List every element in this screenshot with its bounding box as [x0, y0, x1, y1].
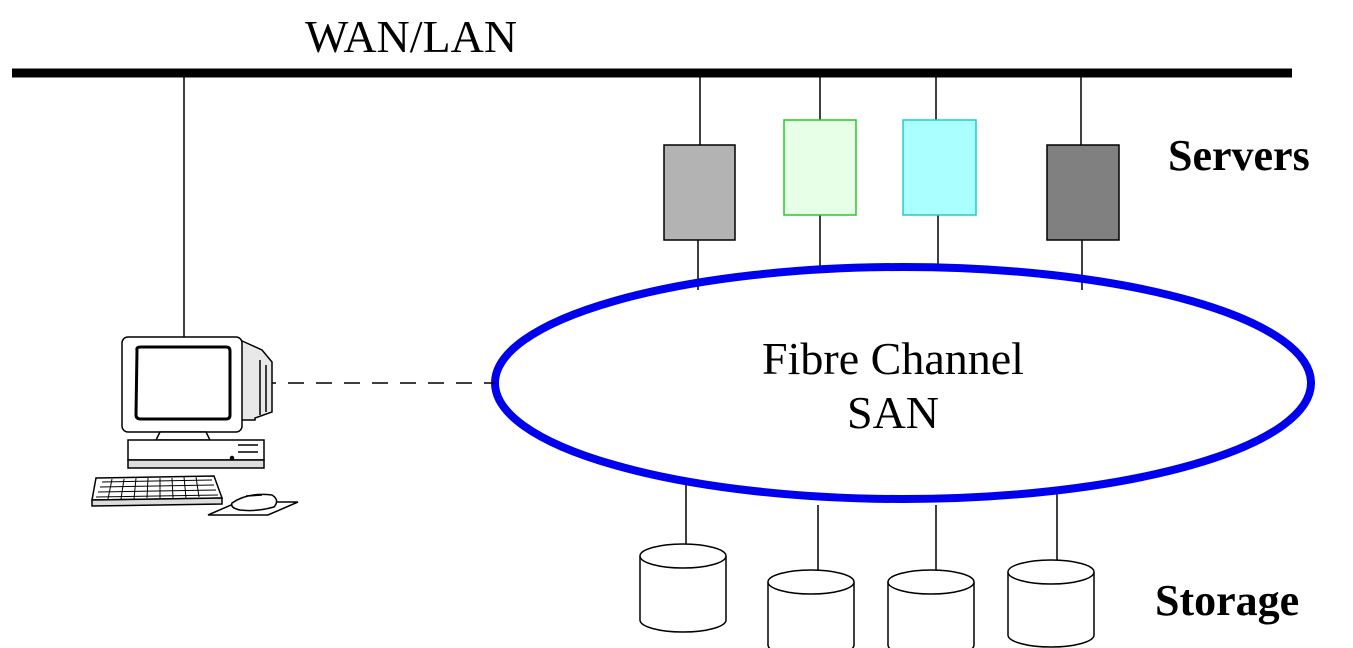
server-box	[663, 144, 736, 241]
server-box	[902, 119, 977, 216]
network-label: WAN/LAN	[305, 11, 517, 62]
storage-disk-icon	[1007, 559, 1095, 648]
server-box	[783, 119, 857, 216]
storage-disk-icon	[887, 569, 975, 648]
servers-label: Servers	[1168, 131, 1310, 180]
san-label-line2: SAN	[847, 387, 939, 438]
storage-label: Storage	[1155, 576, 1299, 625]
servers	[663, 119, 1120, 241]
desktop-computer-icon	[91, 336, 299, 516]
storage-links	[685, 482, 1058, 575]
server-uplinks	[699, 76, 1082, 145]
storage-disk-icon	[767, 569, 855, 648]
san-label-line1: Fibre Channel	[762, 333, 1024, 384]
server-box	[1046, 144, 1120, 241]
storage-disk-icon	[639, 543, 727, 633]
storage-devices	[639, 543, 1095, 648]
